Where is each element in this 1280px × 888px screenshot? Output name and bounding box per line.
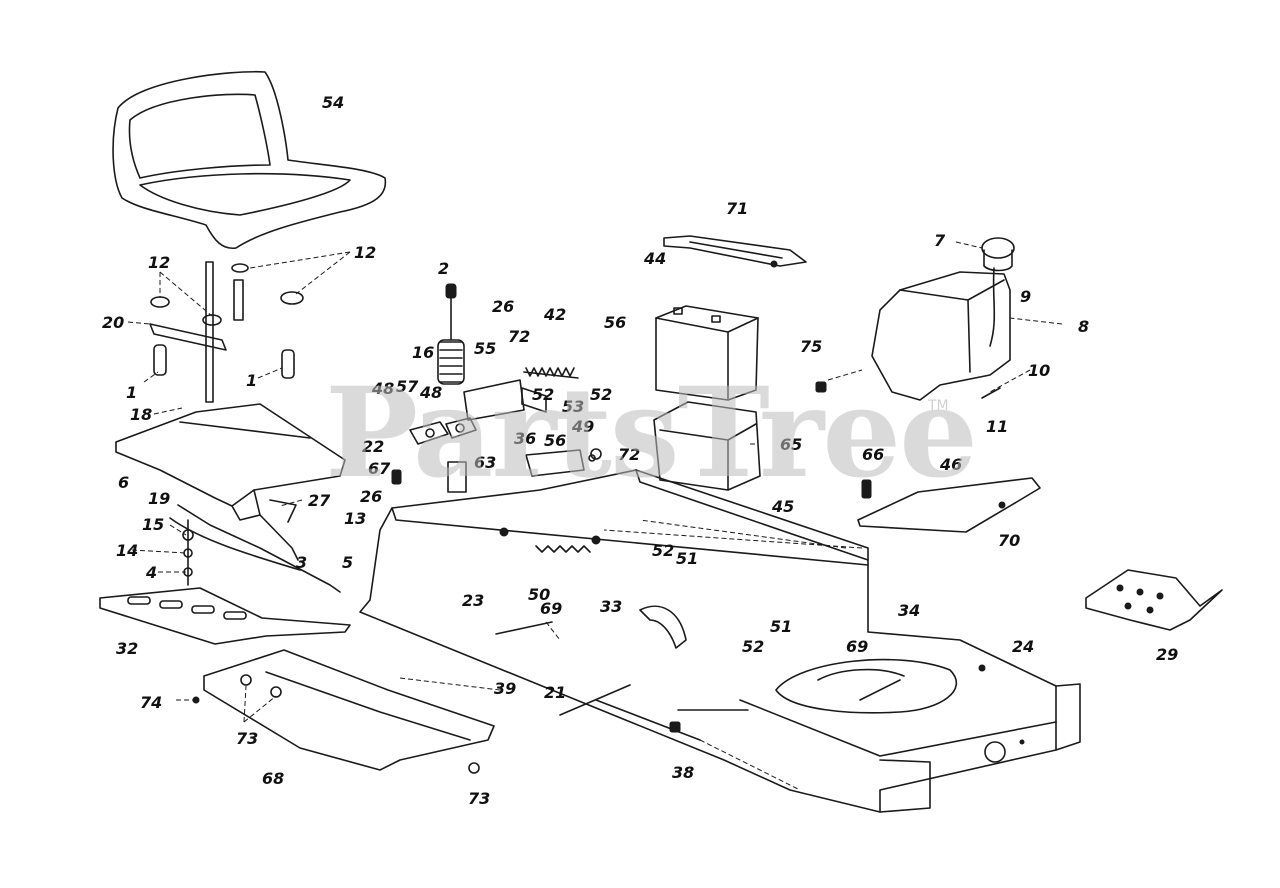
callout-72: 72 xyxy=(618,445,640,464)
callout-22: 22 xyxy=(362,437,384,456)
callout-27: 27 xyxy=(308,491,331,510)
callout-51: 51 xyxy=(676,549,698,568)
bracket-29[interactable] xyxy=(1085,569,1223,631)
seat-pan-6[interactable] xyxy=(115,403,346,521)
callout-48: 48 xyxy=(371,379,394,398)
callout-52: 52 xyxy=(590,385,612,404)
callout-46: 46 xyxy=(939,455,962,474)
callout-53: 53 xyxy=(562,397,584,416)
callout-54: 54 xyxy=(322,93,344,112)
callout-9: 9 xyxy=(1020,287,1031,306)
callout-57: 57 xyxy=(396,377,419,396)
battery-hold-down-71[interactable] xyxy=(663,235,807,268)
trademark-mark: TM xyxy=(928,398,949,414)
callout-36: 36 xyxy=(514,429,536,448)
callout-74: 74 xyxy=(140,693,162,712)
callout-68: 68 xyxy=(262,769,284,788)
callout-42: 42 xyxy=(543,305,566,324)
callout-67: 67 xyxy=(368,459,391,478)
callout-18: 18 xyxy=(130,405,152,424)
frame-rods[interactable] xyxy=(495,527,749,741)
callout-49: 49 xyxy=(571,417,594,436)
callout-14: 14 xyxy=(116,541,138,560)
callout-71: 71 xyxy=(726,199,748,218)
callout-1: 1 xyxy=(126,383,137,402)
callout-33: 33 xyxy=(600,597,622,616)
callout-6: 6 xyxy=(118,473,129,492)
callout-16: 16 xyxy=(412,343,434,362)
seat-spring-assembly[interactable] xyxy=(437,283,525,493)
callout-12: 12 xyxy=(148,253,170,272)
callout-26: 26 xyxy=(360,487,382,506)
seat-adjust-linkage[interactable] xyxy=(169,499,341,593)
spring-42[interactable] xyxy=(521,367,579,413)
callout-1: 1 xyxy=(246,371,257,390)
callout-44: 44 xyxy=(643,249,666,268)
callout-51: 51 xyxy=(770,617,792,636)
callout-69: 69 xyxy=(540,599,562,618)
battery-tray-65[interactable] xyxy=(653,401,761,491)
callout-38: 38 xyxy=(672,763,694,782)
callout-3: 3 xyxy=(296,553,307,572)
callout-32: 32 xyxy=(116,639,138,658)
callout-5: 5 xyxy=(342,553,353,572)
footrest-68[interactable] xyxy=(192,649,495,774)
callout-75: 75 xyxy=(800,337,822,356)
callout-72: 72 xyxy=(508,327,530,346)
callout-21: 21 xyxy=(544,683,566,702)
callout-45: 45 xyxy=(771,497,794,516)
callout-8: 8 xyxy=(1078,317,1089,336)
cover-plate-46[interactable] xyxy=(857,477,1041,533)
callout-48: 48 xyxy=(419,383,442,402)
seat-hardware[interactable] xyxy=(149,261,304,403)
callout-7: 7 xyxy=(934,231,946,250)
leader-lines xyxy=(127,241,1063,791)
switch-bracket-56[interactable] xyxy=(525,448,602,477)
callout-52: 52 xyxy=(742,637,764,656)
callout-69: 69 xyxy=(846,637,868,656)
callout-12: 12 xyxy=(354,243,376,262)
callout-10: 10 xyxy=(1028,361,1050,380)
callout-50: 50 xyxy=(528,585,550,604)
seat-54[interactable] xyxy=(112,70,387,250)
clip-parts[interactable] xyxy=(391,417,477,485)
callout-66: 66 xyxy=(862,445,884,464)
footrest-32[interactable] xyxy=(99,587,351,645)
callout-70: 70 xyxy=(998,531,1020,550)
callout-13: 13 xyxy=(344,509,366,528)
callout-34: 34 xyxy=(898,601,920,620)
callout-55: 55 xyxy=(474,339,496,358)
callout-39: 39 xyxy=(494,679,516,698)
callout-11: 11 xyxy=(986,417,1008,436)
callout-63: 63 xyxy=(474,453,496,472)
callout-24: 24 xyxy=(1012,637,1034,656)
callout-labels: 54 12 12 20 1 1 18 6 19 15 14 4 27 13 3 … xyxy=(102,93,1178,808)
callout-20: 20 xyxy=(102,313,124,332)
callout-4: 4 xyxy=(145,563,157,582)
callout-56: 56 xyxy=(544,431,566,450)
frame-45[interactable] xyxy=(359,469,1081,813)
callout-65: 65 xyxy=(780,435,802,454)
callout-29: 29 xyxy=(1156,645,1178,664)
fuel-tank-8[interactable] xyxy=(815,237,1015,401)
callout-19: 19 xyxy=(148,489,170,508)
callout-56: 56 xyxy=(604,313,626,332)
callout-23: 23 xyxy=(462,591,484,610)
callout-2: 2 xyxy=(438,259,449,278)
callout-15: 15 xyxy=(142,515,164,534)
callout-52: 52 xyxy=(652,541,674,560)
callout-26: 26 xyxy=(492,297,514,316)
battery-44[interactable] xyxy=(655,305,759,401)
callout-52: 52 xyxy=(532,385,554,404)
callout-73: 73 xyxy=(236,729,258,748)
callout-73: 73 xyxy=(468,789,490,808)
